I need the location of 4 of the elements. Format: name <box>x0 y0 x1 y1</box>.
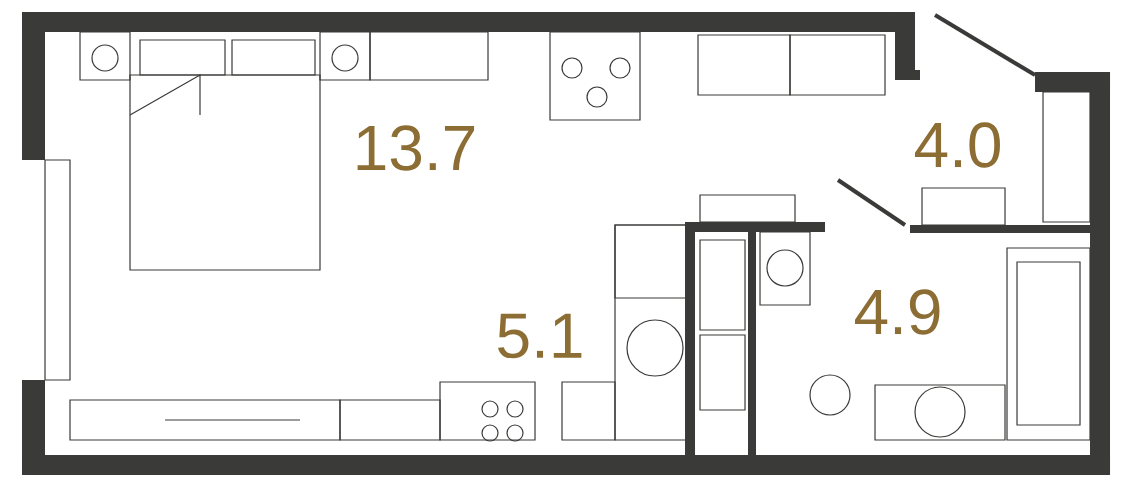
area-label: 5.1 <box>498 313 582 359</box>
area-label: 4.9 <box>855 289 940 335</box>
area-label: 4.0 <box>915 122 1000 168</box>
area-label: 13.7 <box>357 125 475 171</box>
